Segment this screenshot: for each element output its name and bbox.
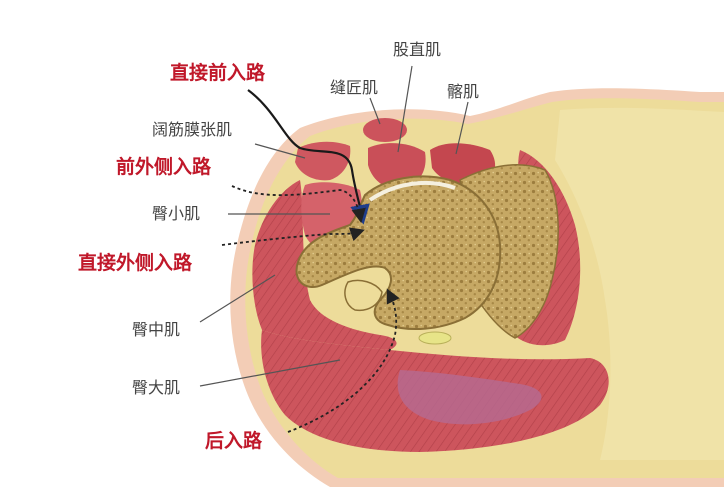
- sartorius-muscle: [363, 118, 407, 142]
- leader-lines: [199, 65, 469, 387]
- label-gluteus-maximus: 臀大肌: [132, 378, 181, 397]
- label-gluteus-minimus: 臀小肌: [152, 204, 201, 223]
- leader-gluteus-medius: [199, 274, 276, 323]
- cartilage-rim: [368, 180, 456, 202]
- leader-tfl: [254, 143, 306, 159]
- tfl-muscle: [295, 141, 351, 181]
- gluteus-medius-muscle: [252, 180, 397, 350]
- label-tfl: 阔筋膜张肌: [152, 120, 233, 139]
- anterolateral-arrow: [231, 185, 366, 224]
- trochanter-notch: [344, 279, 383, 312]
- fat-region-right: [555, 107, 724, 461]
- label-direct-anterior-approach: 直接前入路: [170, 62, 266, 84]
- leader-sartorius: [369, 97, 381, 125]
- label-direct-lateral-approach: 直接外侧入路: [78, 252, 193, 274]
- sciatic-nerve: [418, 331, 452, 345]
- posterior-arrow: [287, 288, 400, 433]
- leader-gluteus-maximus: [199, 359, 341, 387]
- label-anterolateral-approach: 前外侧入路: [116, 156, 212, 178]
- femoral-head-neck: [295, 175, 502, 330]
- label-iliacus: 髂肌: [447, 82, 480, 101]
- label-rectus-femoris: 股直肌: [393, 40, 442, 59]
- direct-anterior-arrow: [247, 89, 370, 225]
- label-posterior-approach: 后入路: [205, 430, 263, 452]
- label-sartorius: 缝匠肌: [330, 78, 379, 97]
- gluteus-maximus-inner: [397, 370, 542, 425]
- leader-iliacus: [455, 101, 469, 155]
- leader-rectus-femoris: [397, 65, 413, 153]
- direct-lateral-arrow: [221, 227, 365, 246]
- label-gluteus-medius: 臀中肌: [132, 320, 181, 339]
